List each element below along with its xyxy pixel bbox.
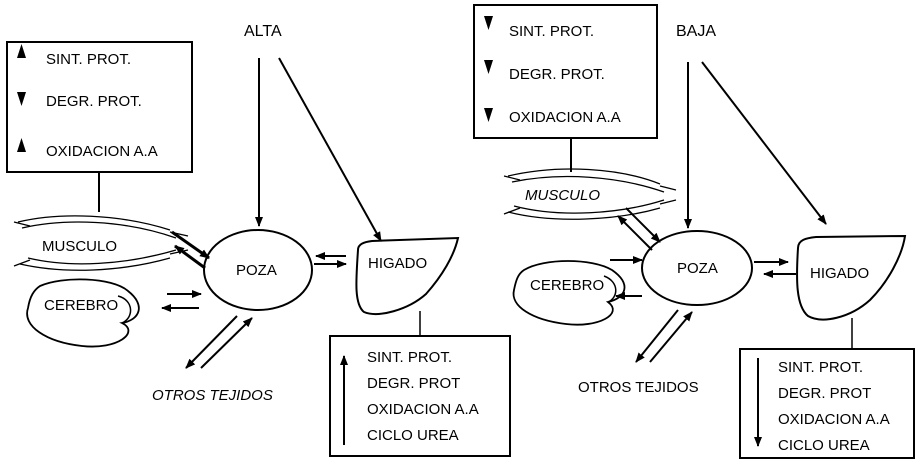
left-oxid-up-arrow [17,138,26,152]
left-title: ALTA [244,23,282,40]
left-pool-to-other-arrow [185,315,238,369]
right-panel: BAJA SINT. PROT. DEGR. PROT. OXIDACION A… [473,4,915,459]
right-liver-shape [796,234,907,321]
left-liver-oxid-label: OXIDACION A.A [367,401,479,418]
right-muscle-sint-label: SINT. PROT. [509,23,594,40]
right-pool-to-other-arrow [635,309,679,363]
left-muscle-label: MUSCULO [42,238,117,255]
right-pool-ellipse [641,230,753,306]
right-liver-box [739,348,915,459]
right-pool-to-muscle-arrow [617,215,653,251]
left-other-to-pool-arrow [200,317,253,369]
right-other-to-pool-arrow [649,311,693,363]
right-brain-shape [512,260,626,326]
right-muscle-label: MUSCULO [525,187,600,204]
left-muscle-to-pool-arrow [171,230,210,260]
left-brain-lobe [117,295,132,324]
right-liver-urea-label: CICLO UREA [778,437,870,454]
left-sint-up-arrow [17,44,26,58]
right-sint-down-arrow [484,16,493,30]
right-liver-degr-label: DEGR. PROT [778,385,871,402]
left-muscle-sint-label: SINT. PROT. [46,51,131,68]
right-other-tissues-label: OTROS TEJIDOS [578,379,699,396]
right-oxid-down-arrow [484,108,493,122]
right-input-to-liver-arrow [701,61,827,225]
left-input-to-liver-arrow [278,57,382,242]
left-muscle-shape [13,215,189,271]
left-liver-label: HIGADO [368,255,427,272]
left-pool-label: POZA [236,262,277,279]
left-brain-shape [26,278,140,348]
right-muscle-to-pool-arrow [625,207,661,243]
right-muscle-degr-label: DEGR. PROT. [509,66,605,83]
left-other-tissues-label: OTROS TEJIDOS [152,387,273,404]
left-liver-urea-label: CICLO UREA [367,427,459,444]
left-liver-box [329,335,511,457]
right-brain-label: CEREBRO [530,277,604,294]
right-muscle-box [473,4,658,139]
left-muscle-degr-label: DEGR. PROT. [46,93,142,110]
left-degr-down-arrow [17,92,26,106]
right-muscle-oxid-label: OXIDACION A.A [509,109,621,126]
right-brain-lobe [603,275,617,303]
right-liver-sint-label: SINT. PROT. [778,359,863,376]
left-brain-label: CEREBRO [44,297,118,314]
right-degr-down-arrow [484,60,493,74]
left-pool-ellipse [203,229,313,311]
left-pool-to-muscle-arrow [174,244,206,270]
right-title: BAJA [676,23,716,40]
left-liver-shape [355,236,460,315]
right-liver-label: HIGADO [810,265,869,282]
left-liver-sint-label: SINT. PROT. [367,349,452,366]
right-liver-oxid-label: OXIDACION A.A [778,411,890,428]
left-muscle-oxid-label: OXIDACION A.A [46,143,158,160]
right-muscle-shape [503,168,677,220]
right-pool-label: POZA [677,260,718,277]
left-panel: ALTA SINT. PROT. DEGR. PROT. OXIDACION A… [6,23,511,457]
left-liver-degr-label: DEGR. PROT [367,375,460,392]
